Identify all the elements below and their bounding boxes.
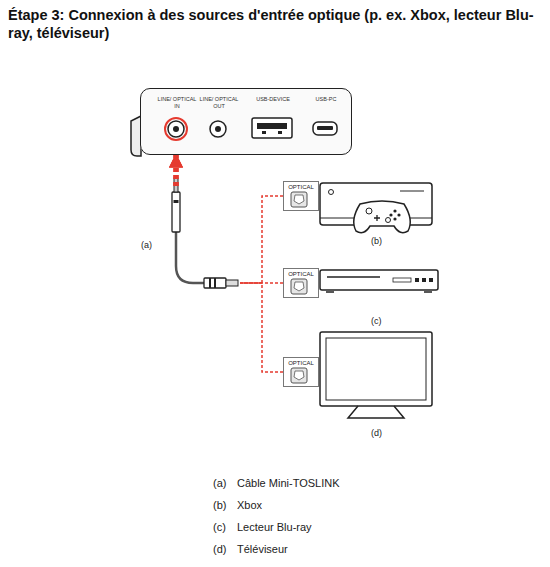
key-letter: (d)	[213, 543, 226, 555]
port-label: USB-PC	[306, 96, 346, 103]
key-text: Téléviseur	[237, 543, 288, 555]
port-label: USB-DEVICE	[253, 96, 293, 103]
toslink-plug-grip	[209, 278, 211, 288]
rect-shape	[291, 279, 307, 294]
line-shape	[400, 191, 424, 192]
input-arrow	[174, 155, 179, 186]
input-arrow	[174, 155, 179, 186]
optical-connection	[176, 155, 283, 372]
circle-shape	[393, 209, 396, 212]
circle-shape	[215, 126, 221, 132]
rect-shape	[291, 368, 307, 383]
circle-shape	[173, 126, 179, 132]
rect-shape	[415, 278, 419, 282]
rect-shape	[326, 338, 426, 400]
port-label: OPTICAL	[284, 360, 318, 366]
circle-shape	[165, 118, 187, 140]
mini-jack-body	[172, 192, 180, 232]
key-text: Lecteur Blu-ray	[237, 521, 312, 533]
toslink-plug-tip	[226, 280, 238, 286]
rect-shape	[393, 278, 411, 282]
optical-port: OPTICAL	[283, 357, 319, 387]
optical-out-port	[210, 121, 226, 137]
cable	[176, 232, 204, 283]
callout-letter: (c)	[371, 316, 382, 326]
optical-connection	[176, 155, 283, 283]
circle-shape	[168, 121, 184, 137]
callout-letter: (a)	[141, 240, 152, 250]
line-shape	[326, 291, 334, 293]
port-label: OPTICAL	[284, 184, 318, 190]
rect-shape	[422, 278, 426, 282]
usb-device-port	[252, 118, 292, 138]
rect-shape	[320, 270, 438, 290]
path-shape	[374, 215, 380, 221]
mini-toslink-cable	[172, 178, 238, 288]
toslink-plug-grip	[214, 278, 216, 288]
line-shape	[327, 276, 380, 277]
key-letter: (a)	[213, 477, 226, 489]
sound-card	[131, 88, 352, 156]
device-face	[140, 88, 352, 155]
path-shape	[294, 371, 304, 380]
sound-card-box: LINE/ OPTICAL INLINE/ OPTICAL OUT USB-DEV…	[140, 88, 352, 155]
circle-shape	[210, 121, 226, 137]
callout-letter: (d)	[371, 428, 382, 438]
television	[320, 332, 432, 418]
xbox-controller	[354, 201, 411, 233]
line-shape	[424, 291, 432, 293]
rect-shape	[278, 131, 282, 134]
rect-shape	[262, 131, 266, 134]
key-letter: (c)	[213, 521, 226, 533]
heading: Étape 3: Connexion à des sources d'entré…	[8, 6, 540, 42]
key-text: Xbox	[237, 499, 262, 511]
circle-shape	[386, 218, 391, 223]
rect-shape	[317, 126, 333, 130]
optical-connection	[176, 155, 283, 283]
circle-shape	[397, 213, 400, 216]
rect-shape	[257, 123, 287, 129]
path-shape	[294, 195, 304, 204]
optical-in-port	[165, 118, 187, 140]
port-label: LINE/ OPTICAL OUT	[199, 96, 239, 109]
key-text: Câble Mini-TOSLINK	[237, 477, 340, 489]
rect-shape	[313, 122, 337, 135]
input-arrow	[174, 155, 179, 186]
rect-shape	[320, 332, 432, 406]
rect-shape	[429, 278, 433, 282]
optical-port: OPTICAL	[283, 181, 319, 211]
port-label: OPTICAL	[284, 271, 318, 277]
dashed-optical-line	[240, 196, 283, 283]
circle-shape	[329, 190, 334, 195]
key-letter: (b)	[213, 499, 226, 511]
path-shape	[294, 282, 304, 291]
callout-letter: (b)	[371, 236, 382, 246]
circle-shape	[389, 213, 392, 216]
path-shape	[354, 201, 411, 233]
toslink-plug-body	[204, 278, 226, 288]
optical-port: OPTICAL	[283, 268, 319, 298]
circle-shape	[366, 208, 372, 214]
port-label: LINE/ OPTICAL IN	[157, 96, 197, 109]
path-shape	[348, 406, 404, 418]
rect-shape	[291, 192, 307, 207]
circle-shape	[393, 217, 396, 220]
usb-pc-port	[313, 122, 337, 135]
mini-jack-ring	[174, 200, 179, 203]
rect-shape	[252, 118, 292, 138]
dashed-optical-line	[240, 283, 283, 372]
blu-ray-player	[320, 270, 438, 292]
